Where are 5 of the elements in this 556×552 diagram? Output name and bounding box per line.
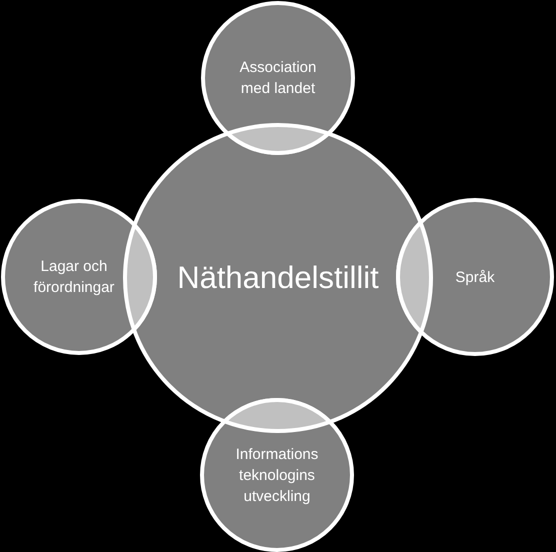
topic-label: Lagar och förordningar	[32, 257, 116, 298]
topic-label: Språk	[455, 268, 495, 288]
central-label: Näthandelstillit	[177, 259, 379, 298]
topic-label: Association med landet	[238, 58, 318, 99]
topic-label: Informations teknologins utveckling	[234, 444, 320, 506]
